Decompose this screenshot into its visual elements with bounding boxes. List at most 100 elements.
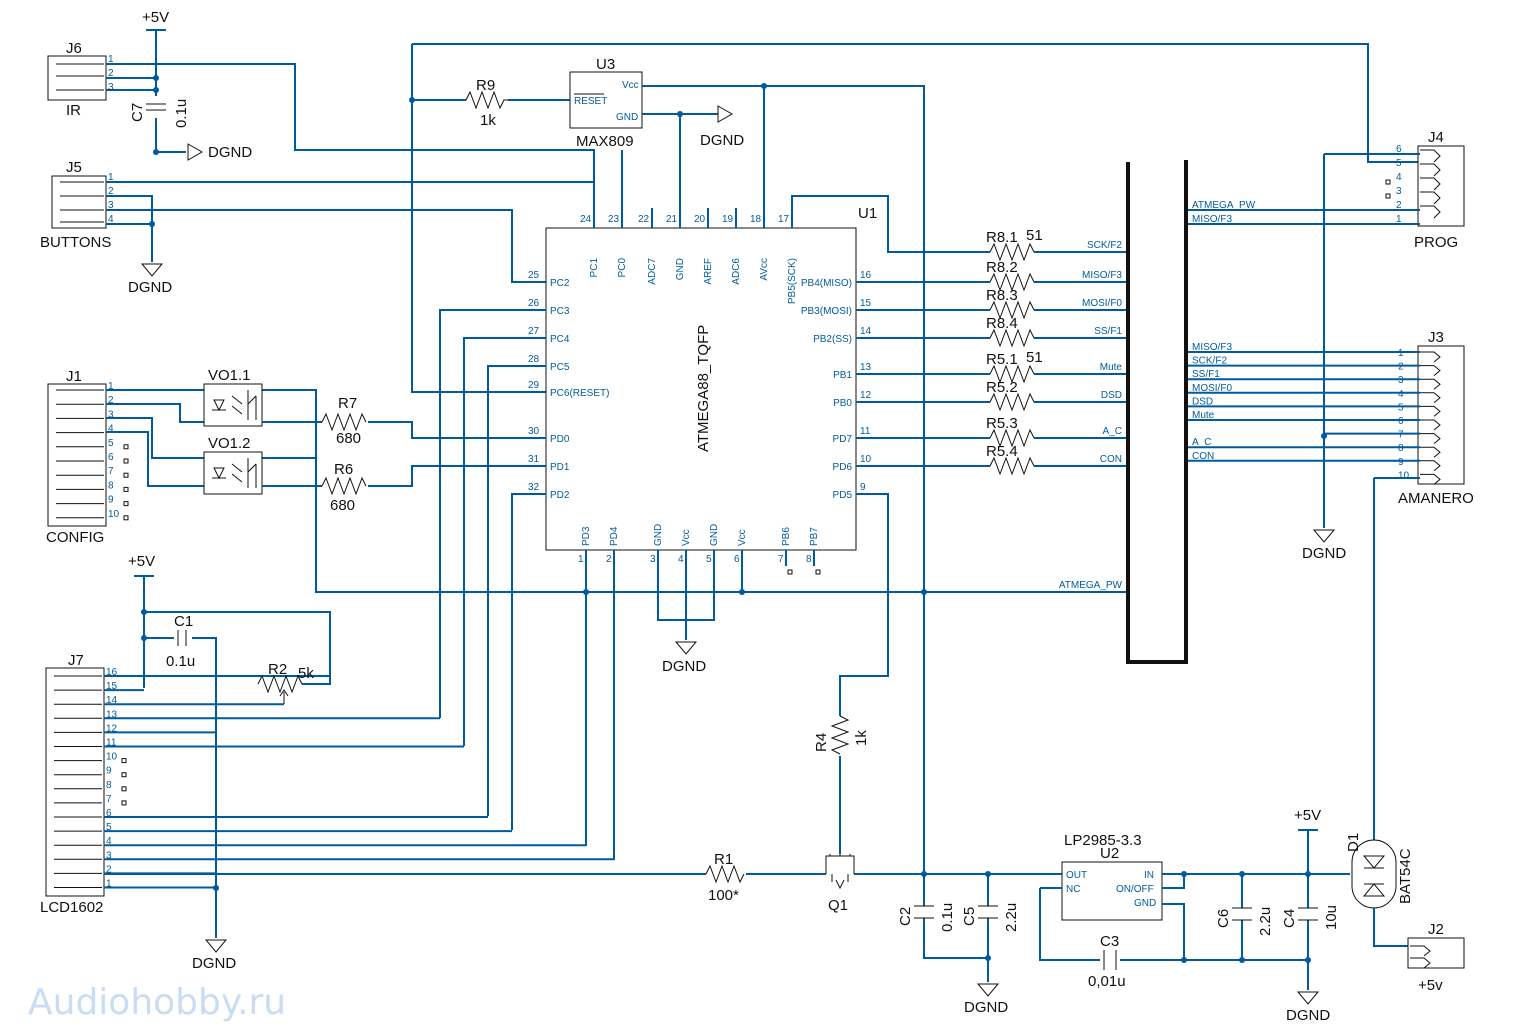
resistor-ref: R8.3 xyxy=(986,287,1018,304)
net-label-j3: SCK/F2 xyxy=(1192,356,1227,367)
u1-pin-num: 2 xyxy=(606,554,612,565)
j5-pin: 1 xyxy=(108,172,114,183)
j1-ref: J1 xyxy=(66,368,82,385)
u1-pin-num: 25 xyxy=(528,270,540,281)
j4-pin: 6 xyxy=(1396,144,1402,155)
c5-value: 2.2u xyxy=(1003,903,1020,932)
dgnd-label: DGND xyxy=(192,955,236,972)
net-label: DSD xyxy=(1101,390,1122,401)
ic-u1: U1 ATMEGA88_TQFP xyxy=(545,205,877,551)
u1-pin-name: Vcc xyxy=(737,529,748,546)
j4-pin: 1 xyxy=(1396,214,1402,225)
u2-pin-gnd: GND xyxy=(1134,898,1156,909)
u1-pin-num: 30 xyxy=(528,426,540,437)
j4-pin: 5 xyxy=(1396,158,1402,169)
j1-pin: 8 xyxy=(108,480,114,491)
j7-pin: 6 xyxy=(106,808,112,819)
signal-bus xyxy=(1126,160,1188,664)
u1-pin-name: PC2 xyxy=(550,278,570,289)
nc-marker xyxy=(787,569,793,575)
nc-marker xyxy=(123,515,129,521)
u1-pin-name: PC4 xyxy=(550,334,570,345)
u1-pin-num: 32 xyxy=(528,482,540,493)
connector-j2: J2 +5v xyxy=(1407,921,1465,994)
j3-pin: 1 xyxy=(1398,348,1404,359)
resistor-ref: R8.4 xyxy=(986,315,1018,332)
j7-pin: 3 xyxy=(106,850,112,861)
u1-pin-num: 19 xyxy=(722,214,734,225)
c5-ref: C5 xyxy=(961,907,978,926)
cap-c2: C2 0.1u xyxy=(897,903,956,932)
u1-pin-name: PC5 xyxy=(550,362,570,373)
u1-pin-name: PD5 xyxy=(833,490,853,501)
nc-marker xyxy=(123,458,129,464)
u1-pin-num: 28 xyxy=(528,354,540,365)
j7-pin: 14 xyxy=(106,695,118,706)
u1-left-pins: 25PC226PC327PC428PC529PC6(RESET)30PD031P… xyxy=(528,270,609,501)
net-label-j4: MISO/F3 xyxy=(1192,214,1232,225)
u1-pin-name: PB1 xyxy=(833,370,852,381)
net-label-j3: SS/F1 xyxy=(1192,369,1220,380)
c4-value: 10u xyxy=(1323,905,1340,930)
u1-pin-num: 6 xyxy=(734,554,740,565)
j4-pin: 3 xyxy=(1396,186,1402,197)
c3-value: 0,01u xyxy=(1088,973,1126,990)
resistor-r7: R7 680 xyxy=(321,395,367,447)
resistor-element xyxy=(989,364,1035,384)
c6-value: 2.2u xyxy=(1257,907,1274,936)
j3-pin: 8 xyxy=(1398,443,1404,454)
u1-pin-name: PD1 xyxy=(550,462,570,473)
r1-ref: R1 xyxy=(714,851,733,868)
j7-pin: 2 xyxy=(106,864,112,875)
nc-marker xyxy=(121,772,127,778)
j7-pin: 8 xyxy=(106,780,112,791)
u1-pin-num: 8 xyxy=(806,554,812,565)
resistor-ref: R5.2 xyxy=(986,379,1018,396)
u1-part: ATMEGA88_TQFP xyxy=(695,325,712,452)
c7-value: 0.1u xyxy=(173,99,190,128)
resistor-r1: R1 100* xyxy=(705,851,745,904)
dgnd-label: DGND xyxy=(700,132,744,149)
u2-pin-in: IN xyxy=(1144,870,1154,881)
resistor-element xyxy=(989,272,1035,292)
net-label-j3: MISO/F3 xyxy=(1192,342,1232,353)
j3-pin-shape xyxy=(1420,433,1441,444)
j7-pin: 4 xyxy=(106,836,112,847)
j7-pin: 11 xyxy=(106,738,117,749)
resistor-element xyxy=(989,456,1035,476)
u1-pin-num: 17 xyxy=(778,214,790,225)
u1-pin-name: PB6 xyxy=(781,527,792,546)
r2-value: 5k xyxy=(298,665,314,682)
c7-ref: C7 xyxy=(129,103,146,122)
net-label-j3: DSD xyxy=(1192,396,1213,407)
j7-name: LCD1602 xyxy=(40,899,103,916)
nc-marker xyxy=(121,786,127,792)
transistor-q1: Q1 xyxy=(825,854,855,914)
u1-pin-num: 9 xyxy=(860,482,866,493)
resistor-ref: R5.4 xyxy=(986,443,1018,460)
r4-value: 1k xyxy=(853,730,870,746)
j3-pin: 5 xyxy=(1398,402,1404,413)
u1-pin-num: 4 xyxy=(678,554,684,565)
net-label: Mute xyxy=(1100,362,1123,373)
j3-pin-shape xyxy=(1420,392,1441,404)
r9-ref: R9 xyxy=(476,77,495,94)
u1-pin-name: PB4(MISO) xyxy=(801,278,852,289)
u1-pin-name: ADC6 xyxy=(731,258,742,285)
u1-pin-name: PD4 xyxy=(609,526,620,546)
ic-u2: LP2985-3.3 U2 OUT NC IN ON/OFF GND xyxy=(1061,832,1163,921)
u1-pin-num: 20 xyxy=(694,214,706,225)
vo12-ref: VO1.2 xyxy=(208,435,251,452)
u1-pin-name: PD0 xyxy=(550,434,570,445)
u1-pin-num: 21 xyxy=(666,214,678,225)
net-label-j3: CON xyxy=(1192,451,1214,462)
u1-pin-num: 26 xyxy=(528,298,540,309)
ic-u3: U3 MAX809 Vcc RESET GND xyxy=(569,56,643,150)
u1-pin-name: PC6(RESET) xyxy=(550,388,609,399)
j1-pin: 3 xyxy=(108,409,114,420)
net-label-j3: MOSI/F0 xyxy=(1192,383,1232,394)
j4-ref: J4 xyxy=(1428,129,1444,146)
j5-name: BUTTONS xyxy=(40,234,111,251)
u2-pin-out: OUT xyxy=(1066,870,1087,881)
j2-name: +5v xyxy=(1418,977,1443,994)
